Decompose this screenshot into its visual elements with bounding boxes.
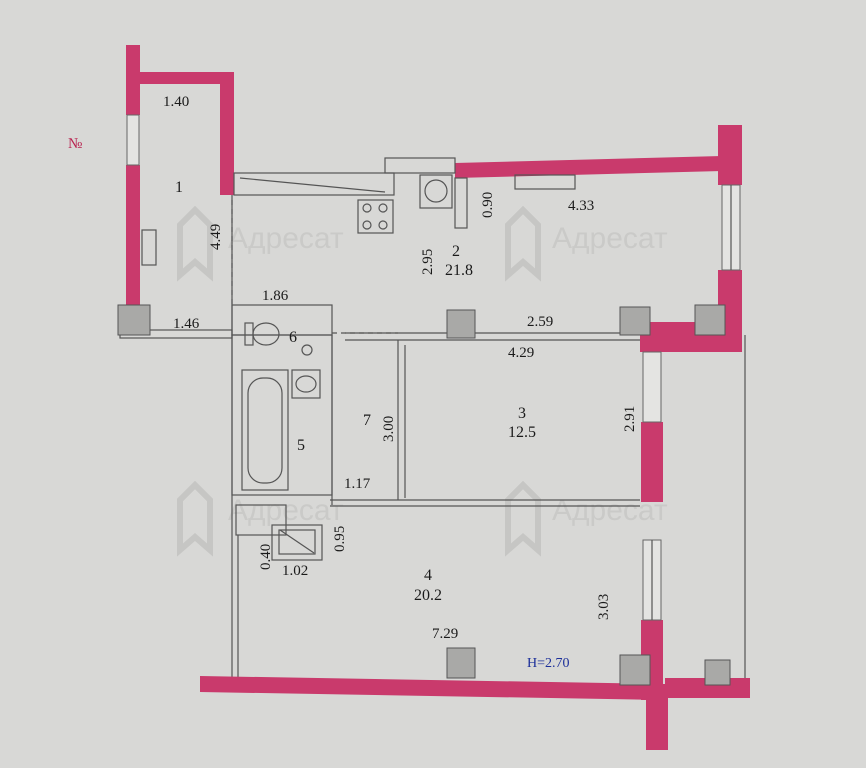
svg-text:Адресат: Адресат: [228, 222, 344, 255]
ceiling-height-label: H=2.70: [527, 656, 570, 671]
room-number-5: 5: [297, 437, 305, 454]
windows: [126, 114, 741, 621]
ventilation-shaft: [235, 504, 323, 561]
dimension-label: 0.95: [332, 526, 348, 552]
kitchen-counter: [233, 157, 468, 229]
dimension-label: 1.02: [282, 563, 308, 579]
apartment-number-mark: №: [68, 136, 82, 152]
dimension-label: 1.17: [344, 476, 371, 492]
room-number-1: 1: [175, 179, 183, 196]
toilet-icon: [244, 322, 313, 356]
washbasin-icon: [291, 369, 321, 399]
dimension-label: 4.29: [508, 345, 534, 361]
dimension-label: 2.59: [527, 314, 553, 330]
dimension-label: 7.29: [432, 626, 458, 642]
bathtub-icon: [241, 369, 289, 491]
room-area-2: 21.8: [445, 262, 473, 279]
dimension-label: 1.46: [173, 316, 200, 332]
partitions: [119, 195, 746, 680]
room-number-7: 7: [363, 412, 371, 429]
kitchen-sink-icon: [419, 174, 453, 209]
room-area-3: 12.5: [508, 424, 536, 441]
dimension-label: 1.40: [163, 94, 189, 110]
dimension-label: 0.90: [480, 192, 496, 218]
load-bearing-walls: [126, 45, 750, 750]
dimension-label: 2.95: [420, 249, 436, 275]
room-area-4: 20.2: [414, 587, 442, 604]
stove-icon: [357, 199, 394, 234]
room-number-6: 6: [289, 329, 297, 346]
dimension-label: 3.00: [381, 416, 397, 442]
dimension-label: 1.86: [262, 288, 289, 304]
room-number-3: 3: [518, 405, 526, 422]
dimension-label: 3.03: [596, 594, 612, 620]
room-number-4: 4: [424, 567, 432, 584]
room-number-2: 2: [452, 243, 460, 260]
svg-text:Адресат: Адресат: [552, 222, 668, 255]
dimension-label: 2.91: [622, 406, 638, 432]
dimension-label: 4.49: [208, 224, 224, 250]
radiator: [514, 174, 576, 190]
dimension-label: 0.40: [258, 544, 274, 570]
dimension-label: 4.33: [568, 198, 594, 214]
radiator: [141, 229, 157, 266]
columns: [117, 304, 731, 686]
